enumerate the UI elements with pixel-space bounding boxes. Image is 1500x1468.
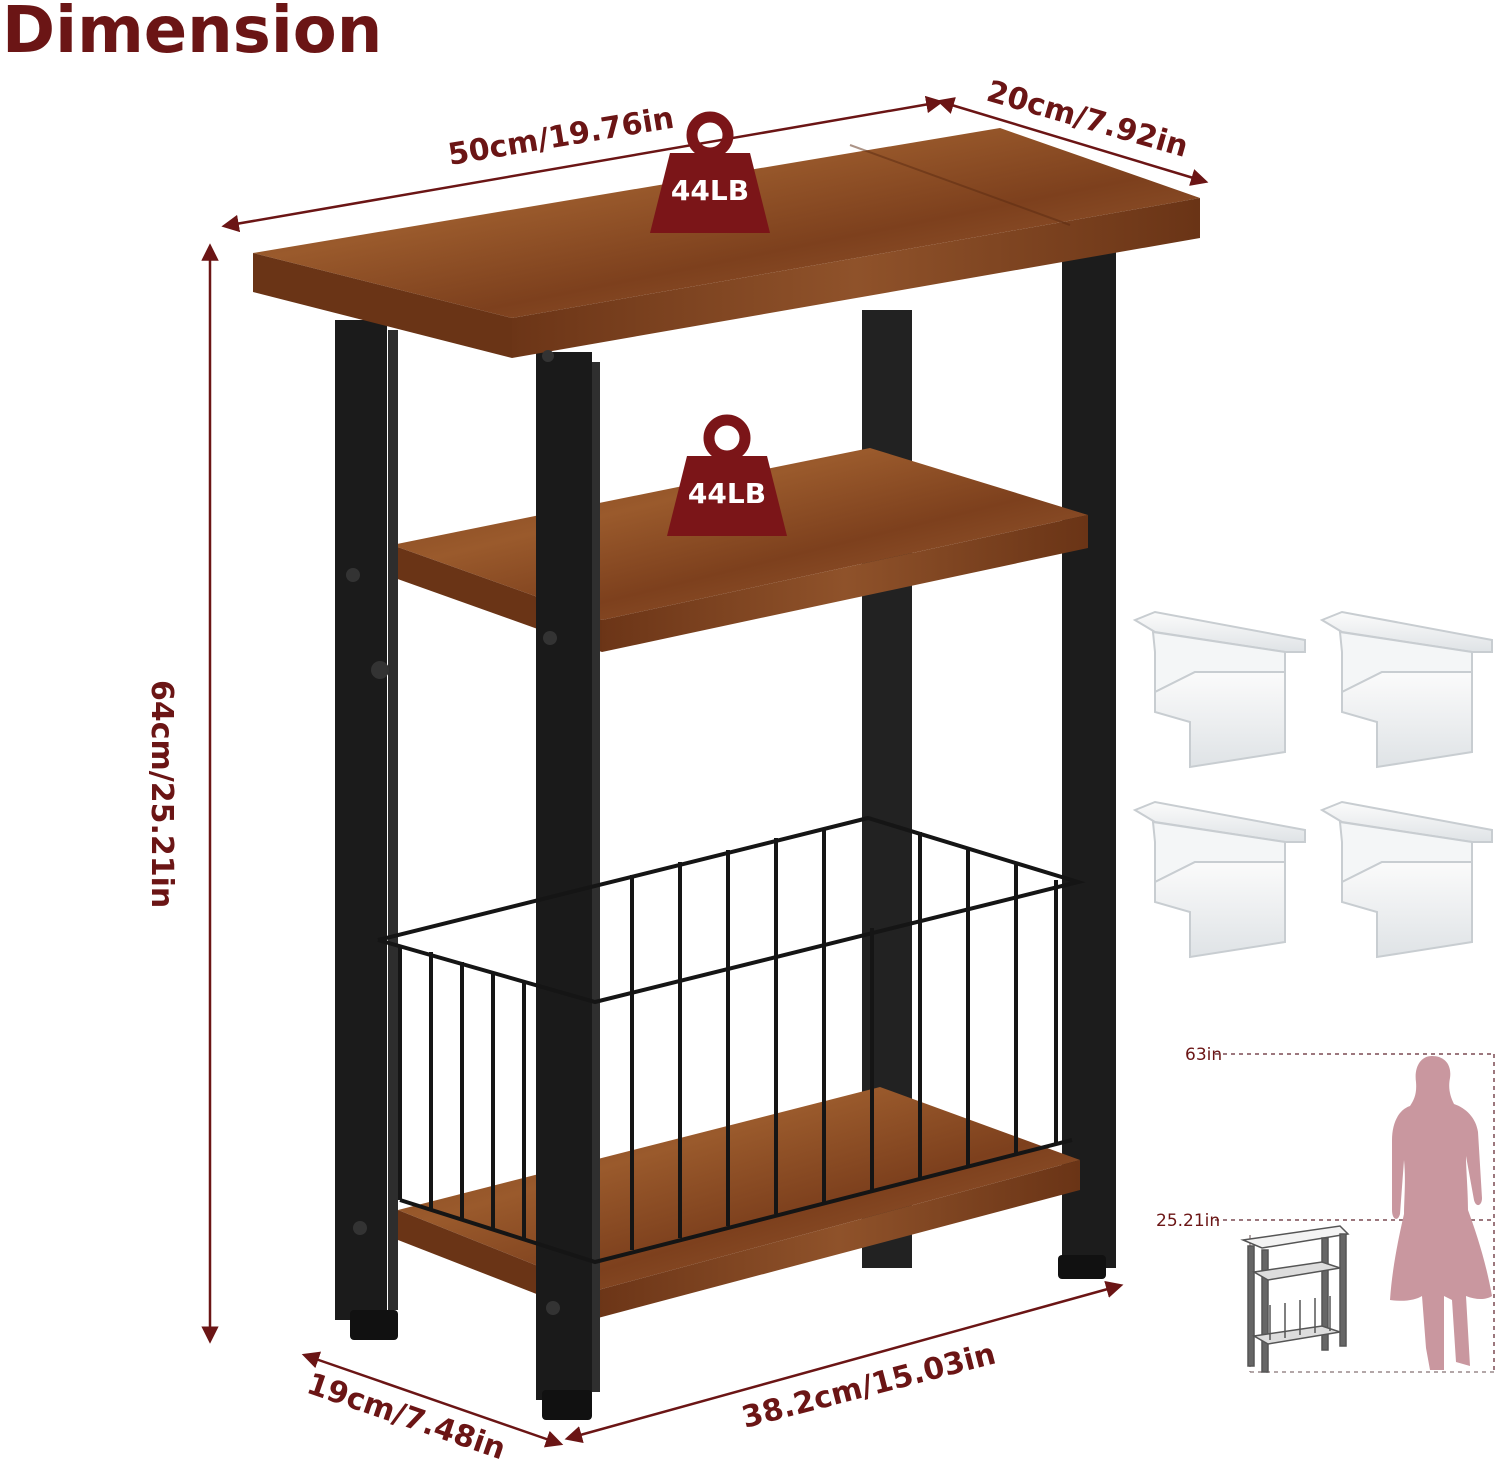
back-right-leg [1062, 248, 1116, 1268]
height-comparison: 63in 25.21in [1156, 1045, 1495, 1373]
weight-icon [667, 414, 787, 536]
middle-load-label: 44LB [688, 477, 766, 510]
weight-icon [650, 111, 770, 233]
depth-arrow [936, 97, 1209, 186]
person-silhouette-icon [1390, 1056, 1492, 1370]
bottom-width-label: 38.2cm/15.03in [738, 1337, 999, 1436]
person-height-label: 63in [1185, 1045, 1222, 1065]
table-height-label: 25.21in [1156, 1211, 1220, 1231]
corner-protector-icon [1132, 800, 1306, 959]
corner-protector-icon [1319, 610, 1493, 769]
front-left-leg [335, 320, 387, 1320]
width-arrow [221, 95, 944, 233]
height-label: 64cm/25.21in [144, 680, 179, 908]
front-right-leg [536, 352, 592, 1400]
bottom-depth-arrow [301, 1351, 564, 1448]
page-title: Dimension [2, 0, 383, 68]
wire-basket [377, 815, 1086, 1265]
bottom-width-arrow [564, 1280, 1124, 1444]
mini-table-icon [1240, 1225, 1350, 1373]
width-label: 50cm/19.76in [446, 101, 677, 173]
top-load-label: 44LB [671, 174, 749, 207]
corner-protector-icon [1132, 610, 1306, 769]
corner-protector-icon [1319, 800, 1493, 959]
